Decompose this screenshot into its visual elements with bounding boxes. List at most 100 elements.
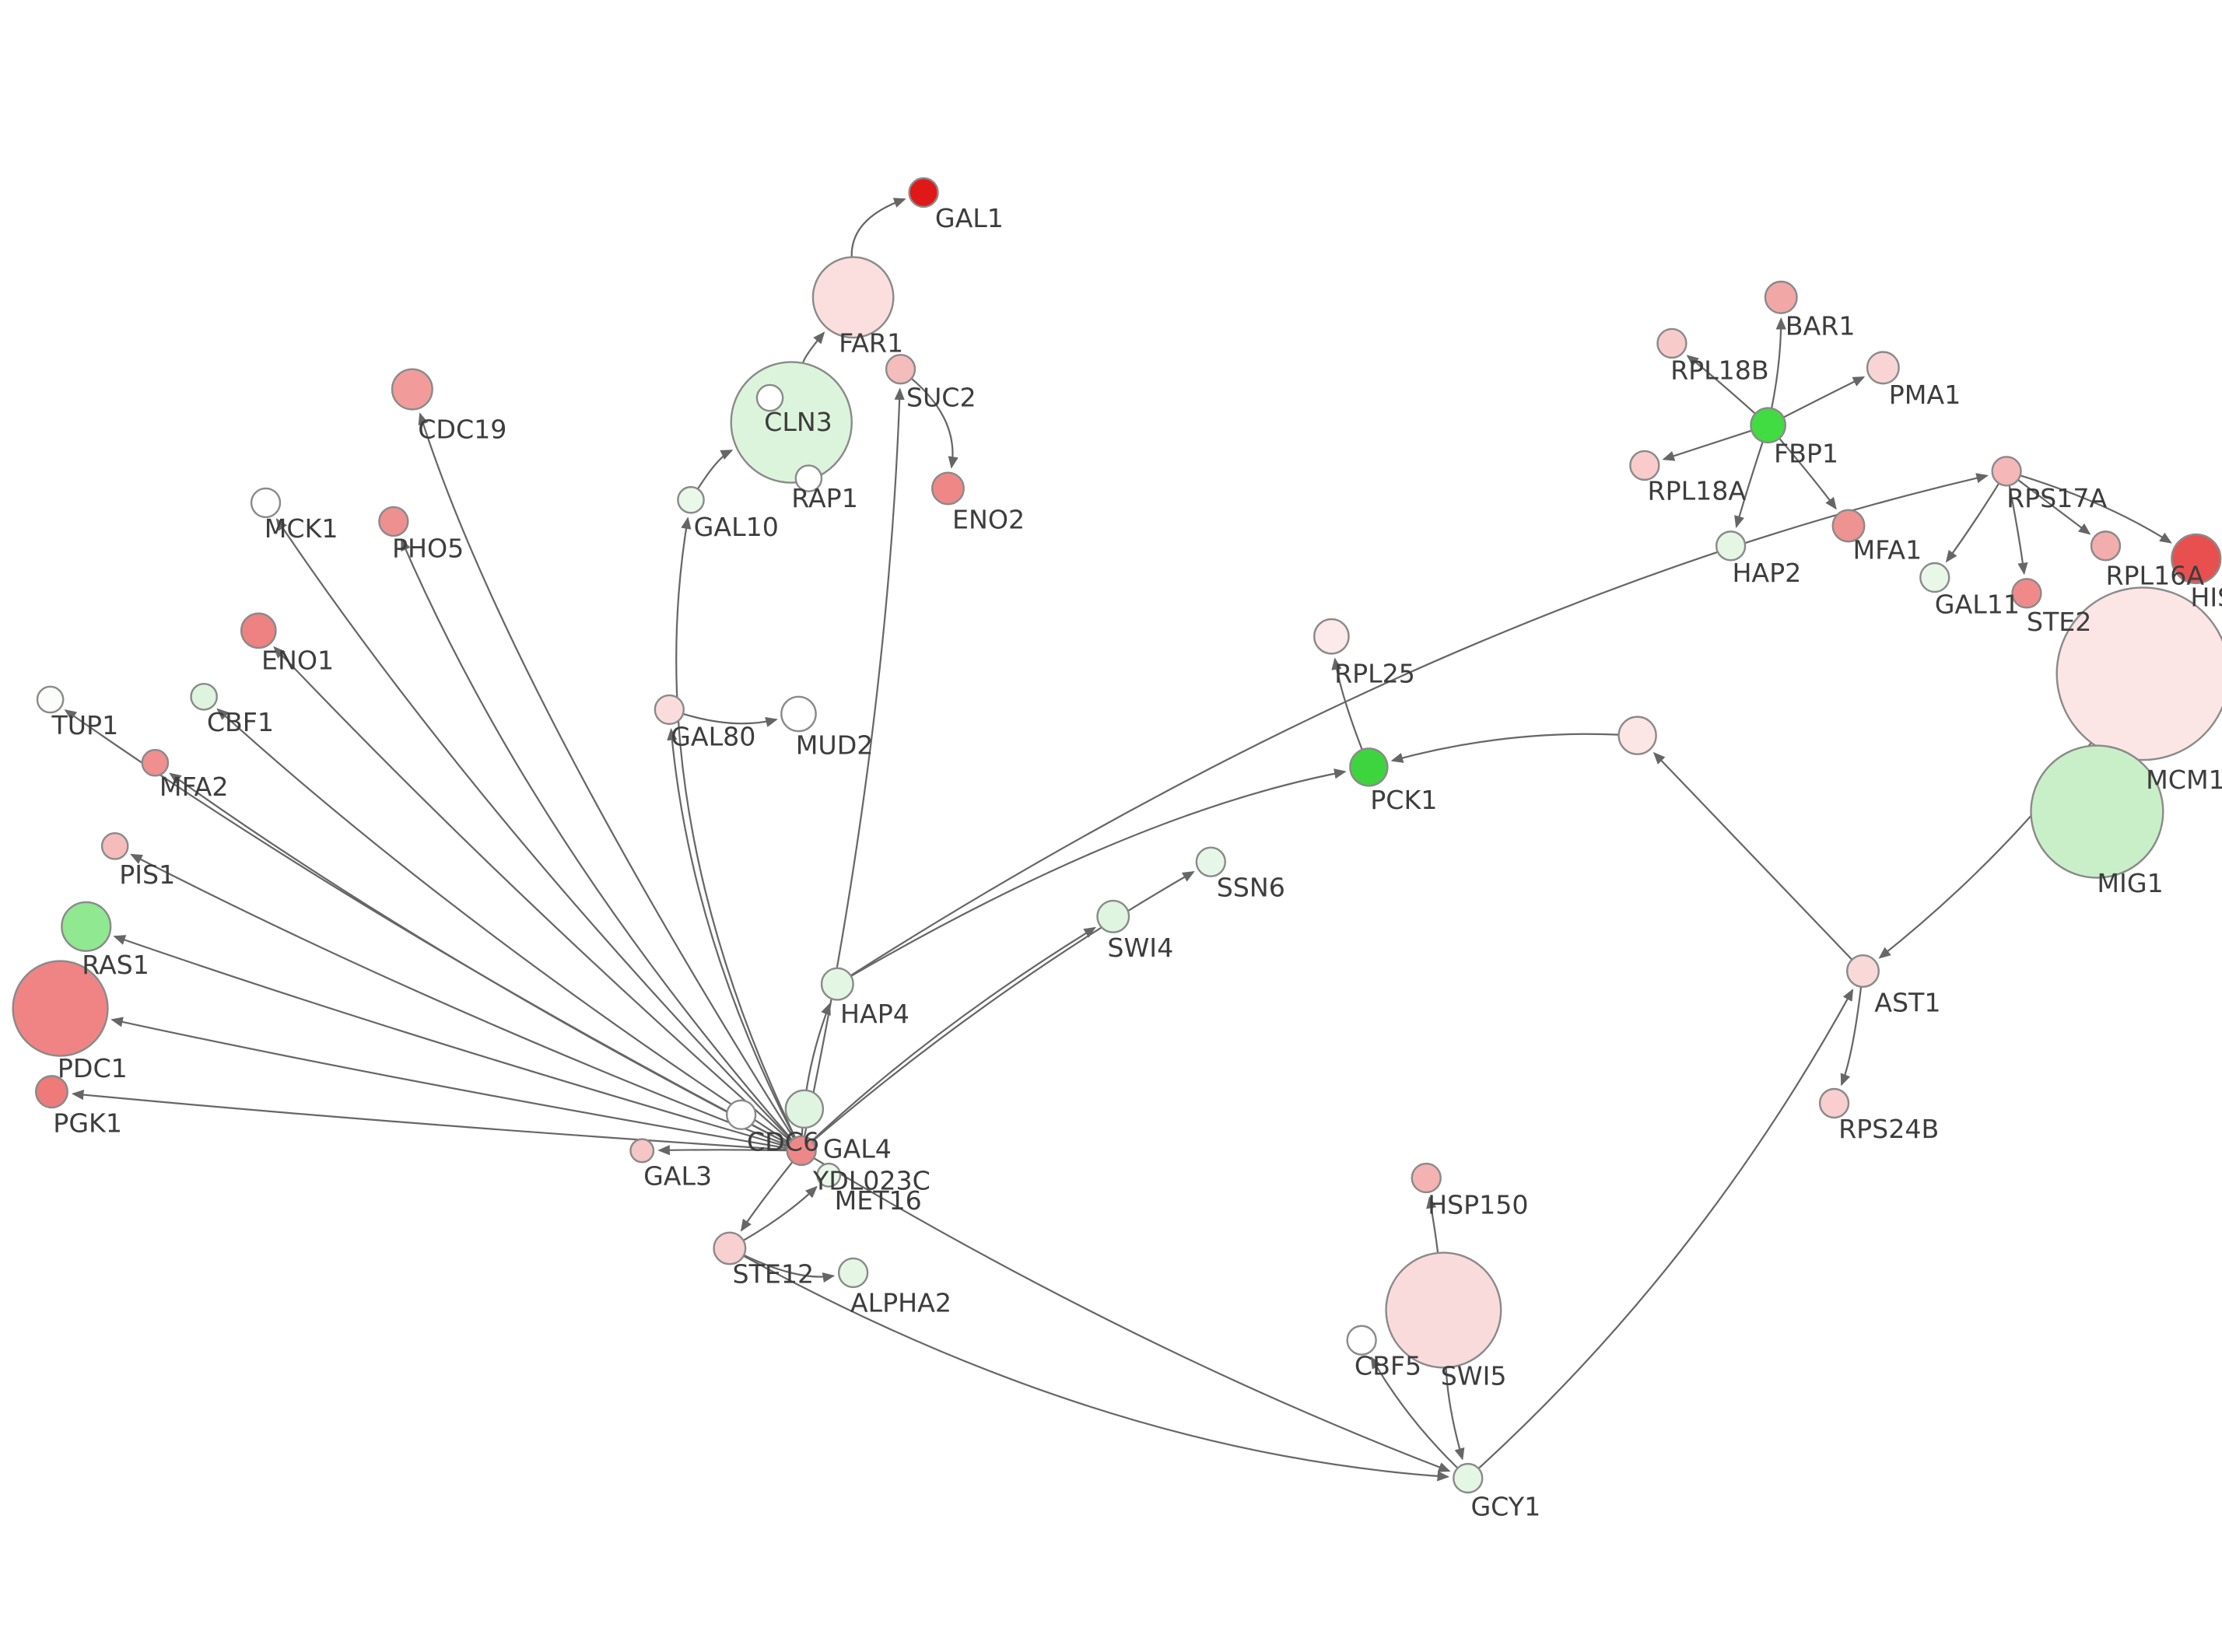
node-label-RPL25: RPL25 bbox=[1334, 658, 1415, 688]
edge-FBP1-PMA1 bbox=[1782, 376, 1866, 418]
node-MCK1[interactable] bbox=[250, 487, 282, 519]
node-PMA1[interactable] bbox=[1866, 351, 1900, 385]
edge-RPS17A-HIS4 bbox=[2020, 474, 2172, 544]
node-PCK1[interactable] bbox=[1349, 747, 1389, 787]
node-GAL10[interactable] bbox=[677, 485, 705, 514]
node-label-HSP150: HSP150 bbox=[1428, 1190, 1528, 1220]
node-STE12[interactable] bbox=[713, 1231, 747, 1265]
node-HSP150[interactable] bbox=[1411, 1162, 1442, 1194]
node-label-RPL18A: RPL18A bbox=[1648, 476, 1747, 506]
node-MFA2[interactable] bbox=[141, 748, 170, 777]
node-CDC19[interactable] bbox=[391, 368, 433, 411]
node-MFA1[interactable] bbox=[1831, 509, 1866, 543]
edge-GAL4-RAS1 bbox=[113, 935, 788, 1148]
node-PIS1[interactable] bbox=[100, 832, 129, 860]
node-label-CBF1: CBF1 bbox=[207, 707, 274, 737]
node-ALPHA2[interactable] bbox=[837, 1257, 869, 1289]
node-label-PDC1: PDC1 bbox=[58, 1053, 128, 1083]
node-MUD2[interactable] bbox=[780, 695, 817, 733]
node-RAP1[interactable] bbox=[794, 464, 823, 492]
node-label-RPL18B: RPL18B bbox=[1670, 355, 1769, 386]
node-label-PIS1: PIS1 bbox=[119, 859, 175, 890]
node-SUC2[interactable] bbox=[885, 353, 916, 385]
node-label-HAP4: HAP4 bbox=[840, 999, 909, 1029]
node-STE2[interactable] bbox=[2011, 578, 2042, 609]
node-label-FAR1: FAR1 bbox=[839, 327, 903, 358]
edge-GAL4-STE12 bbox=[740, 1161, 794, 1232]
edge-FBP1-BAR1 bbox=[1770, 317, 1786, 409]
node-RPL16A[interactable] bbox=[2090, 530, 2122, 562]
node-label-STE12: STE12 bbox=[733, 1258, 815, 1289]
node-GCY1[interactable] bbox=[1453, 1462, 1484, 1494]
edge-GAL4-SUC2 bbox=[803, 387, 905, 1137]
node-CBF5[interactable] bbox=[1346, 1325, 1377, 1356]
edge-HAP4-PCK1 bbox=[850, 768, 1347, 977]
node-label-ALPHA2: ALPHA2 bbox=[850, 1287, 952, 1318]
node-HAP2[interactable] bbox=[1715, 530, 1747, 562]
node-HIS4[interactable] bbox=[2171, 533, 2222, 585]
node-label-RAP1: RAP1 bbox=[791, 483, 858, 513]
edge-GAL4-CDC19 bbox=[418, 412, 795, 1139]
node-label-MUD2: MUD2 bbox=[796, 730, 874, 761]
edge-STE12-MET16 bbox=[742, 1185, 818, 1241]
node-SWI4[interactable] bbox=[1096, 899, 1130, 933]
node-PHO5[interactable] bbox=[378, 506, 409, 537]
edge-RPS17A-STE2 bbox=[2008, 485, 2028, 576]
node-label-FBP1: FBP1 bbox=[1774, 439, 1838, 469]
edge-GAL4-PHO5 bbox=[401, 538, 793, 1141]
node-RAS1[interactable] bbox=[61, 901, 112, 952]
node-ENO1[interactable] bbox=[240, 612, 277, 649]
node-TUP1[interactable] bbox=[36, 685, 65, 714]
node-GAL4[interactable] bbox=[786, 1135, 817, 1167]
edge-FBP1-HAP2 bbox=[1734, 441, 1764, 529]
node-FBP1[interactable] bbox=[1750, 407, 1786, 444]
node-RPL25[interactable] bbox=[1313, 618, 1350, 655]
label-layer: MCM1MIG1HIS4RPL16ASTE2GAL11RPS17AHAP2MFA… bbox=[51, 203, 2222, 1522]
node-label-GAL11: GAL11 bbox=[1935, 590, 2020, 620]
node-CBF1[interactable] bbox=[190, 682, 218, 711]
node-PDC1[interactable] bbox=[12, 960, 109, 1057]
node-RPL18A[interactable] bbox=[1629, 450, 1660, 481]
node-label-PMA1: PMA1 bbox=[1889, 380, 1961, 410]
node-PGK1[interactable] bbox=[34, 1075, 68, 1109]
node-node_b[interactable] bbox=[1617, 716, 1657, 755]
node-YDL023C[interactable] bbox=[784, 1089, 825, 1129]
node-label-PHO5: PHO5 bbox=[392, 534, 464, 564]
node-label-RPS24B: RPS24B bbox=[1838, 1114, 1939, 1144]
edge-GCY1-AST1 bbox=[1477, 989, 1854, 1469]
node-MET16[interactable] bbox=[816, 1162, 842, 1188]
node-SWI5[interactable] bbox=[1385, 1251, 1502, 1369]
node-HAP4[interactable] bbox=[820, 967, 854, 1001]
edge-GAL4-MCK1 bbox=[275, 518, 793, 1141]
node-label-GAL80: GAL80 bbox=[671, 722, 755, 752]
node-label-SWI4: SWI4 bbox=[1107, 933, 1173, 963]
node-RPS24B[interactable] bbox=[1818, 1087, 1850, 1119]
node-FAR1[interactable] bbox=[811, 256, 895, 339]
node-RPL18B[interactable] bbox=[1656, 327, 1688, 359]
edge-GAL4-SWI4 bbox=[811, 926, 1096, 1142]
node-ENO2[interactable] bbox=[931, 471, 965, 506]
node-GAL11[interactable] bbox=[1919, 562, 1950, 593]
edge-STE12-GCY1 bbox=[743, 1255, 1450, 1482]
node-label-RPL16A: RPL16A bbox=[2105, 561, 2204, 591]
node-SSN6[interactable] bbox=[1195, 846, 1226, 877]
node-AST1[interactable] bbox=[1845, 954, 1880, 989]
node-MIG1[interactable] bbox=[2030, 744, 2164, 879]
node-node_a[interactable] bbox=[755, 383, 784, 412]
node-GAL3[interactable] bbox=[629, 1138, 655, 1164]
node-label-ENO1: ENO1 bbox=[261, 646, 334, 676]
node-BAR1[interactable] bbox=[1764, 280, 1798, 314]
node-label-PCK1: PCK1 bbox=[1370, 785, 1437, 815]
node-label-GAL1: GAL1 bbox=[935, 203, 1004, 233]
node-label-MIG1: MIG1 bbox=[2097, 868, 2163, 898]
node-MCM1[interactable] bbox=[2056, 586, 2222, 761]
edge-GAL4-PGK1 bbox=[71, 1089, 787, 1151]
node-GAL1[interactable] bbox=[908, 177, 939, 208]
node-RPS17A[interactable] bbox=[1991, 456, 2022, 487]
node-GAL80[interactable] bbox=[654, 694, 685, 726]
node-label-SSN6: SSN6 bbox=[1217, 872, 1285, 902]
node-CDC6[interactable] bbox=[725, 1099, 757, 1130]
node-label-CDC19: CDC19 bbox=[418, 414, 506, 444]
